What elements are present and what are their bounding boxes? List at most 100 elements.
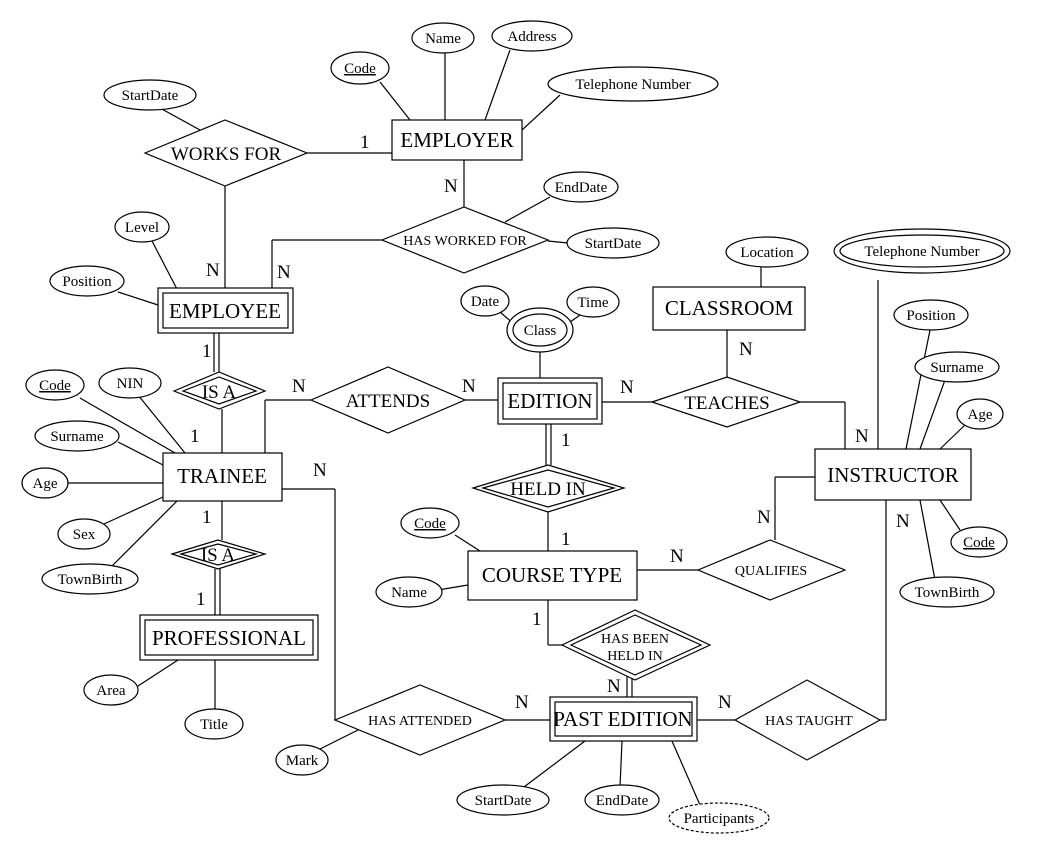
relationship-has-worked-for: HAS WORKED FOR (380, 206, 550, 274)
attribute-past-edition-enddate-label: EndDate (596, 793, 649, 809)
card-held-in-edition: 1 (561, 430, 571, 451)
relationship-held-in: HELD IN (470, 464, 627, 513)
attribute-trainee-code-label: Code (39, 378, 71, 394)
card-is-a-employee-top: 1 (202, 341, 212, 362)
attribute-instructor-code: Code (950, 526, 1008, 558)
attribute-classroom-location-label: Location (740, 245, 794, 261)
attribute-trainee-nin-label: NIN (117, 376, 144, 392)
attribute-employee-level-label: Level (125, 220, 159, 236)
attribute-trainee-age-label: Age (33, 476, 58, 492)
attribute-trainee-townbirth: TownBirth (41, 563, 139, 595)
relationship-has-been-held-in-label-2: HELD IN (607, 649, 663, 664)
entity-course-type-label: COURSE TYPE (482, 563, 622, 587)
relationship-has-been-held-in-label-1: HAS BEEN (601, 632, 669, 647)
entity-professional: PROFESSIONAL (139, 614, 319, 661)
connector-lines (68, 49, 966, 806)
relationship-teaches: TEACHES (650, 376, 802, 428)
attribute-past-edition-startdate: StartDate (456, 784, 550, 816)
attribute-employer-name-label: Name (425, 31, 461, 47)
attribute-has-attended-mark-label: Mark (286, 753, 319, 769)
attribute-trainee-code: Code (25, 369, 85, 401)
card-works-for-employee: N (206, 260, 220, 281)
attribute-edition-class-label: Class (524, 323, 557, 339)
attribute-course-type-name-label: Name (391, 585, 427, 601)
card-qualifies-course-type: N (670, 546, 684, 567)
card-attends-edition: N (462, 376, 476, 397)
attribute-employee-position-label: Position (62, 274, 112, 290)
attribute-professional-area: Area (83, 674, 139, 706)
attribute-instructor-surname: Surname (914, 351, 1000, 383)
attribute-employer-telephone: Telephone Number (547, 66, 719, 102)
entity-instructor: INSTRUCTOR (814, 448, 972, 501)
card-held-in-course-type: 1 (561, 529, 571, 550)
entity-course-type: COURSE TYPE (467, 550, 638, 601)
card-has-been-held-in-course-type: 1 (532, 609, 542, 630)
attribute-edition-date-label: Date (471, 294, 500, 310)
relationship-works-for-label: WORKS FOR (171, 144, 282, 165)
attribute-classroom-location: Location (725, 236, 809, 268)
entity-trainee: TRAINEE (162, 452, 283, 502)
relationship-is-a-professional: IS A (170, 539, 268, 570)
attribute-edition-time: Time (566, 286, 620, 318)
attribute-instructor-surname-label: Surname (930, 360, 984, 376)
attribute-has-attended-mark: Mark (275, 744, 329, 776)
attribute-has-worked-for-enddate: EndDate (543, 171, 619, 203)
attribute-employer-name: Name (411, 22, 475, 54)
attribute-professional-title-label: Title (200, 717, 228, 733)
attribute-edition-date: Date (460, 285, 510, 317)
card-qualifies-instructor: N (757, 507, 771, 528)
card-works-for-employer: 1 (360, 132, 370, 153)
entity-trainee-label: TRAINEE (177, 464, 267, 488)
entity-employee: EMPLOYEE (157, 287, 294, 334)
attribute-past-edition-startdate-label: StartDate (475, 793, 532, 809)
card-has-attended-trainee: N (313, 460, 327, 481)
card-teaches-edition: N (620, 377, 634, 398)
card-has-taught-instructor: N (896, 511, 910, 532)
relationship-works-for: WORKS FOR (143, 119, 309, 187)
attribute-employer-address-label: Address (507, 29, 556, 45)
attribute-edition-time-label: Time (577, 295, 608, 311)
relationship-attends: ATTENDS (309, 366, 467, 434)
card-has-been-held-in-past-edition: N (607, 676, 621, 697)
attribute-trainee-nin: NIN (98, 367, 162, 399)
attribute-instructor-age: Age (956, 398, 1004, 430)
attribute-instructor-position-label: Position (906, 308, 956, 324)
relationship-has-been-held-in: HAS BEEN HELD IN (560, 609, 712, 681)
card-teaches-instructor: N (855, 426, 869, 447)
attribute-trainee-sex-label: Sex (73, 527, 96, 543)
attribute-has-worked-for-startdate: StartDate (566, 227, 660, 259)
card-has-worked-for-employee: N (277, 262, 291, 283)
relationship-held-in-label: HELD IN (510, 479, 586, 500)
entity-employee-label: EMPLOYEE (169, 299, 281, 323)
attribute-edition-class: Class (506, 307, 574, 353)
attribute-trainee-age: Age (21, 467, 69, 499)
relationship-has-taught: HAS TAUGHT (733, 679, 882, 761)
attribute-course-type-code: Code (400, 507, 460, 539)
relationship-has-taught-label: HAS TAUGHT (765, 714, 853, 729)
attribute-professional-title: Title (184, 708, 244, 740)
card-is-a-professional-bottom: 1 (196, 589, 206, 610)
attribute-employer-code: Code (330, 51, 390, 85)
attribute-trainee-surname-label: Surname (50, 429, 104, 445)
attribute-instructor-age-label: Age (968, 407, 993, 423)
relationship-is-a-professional-label: IS A (201, 545, 236, 566)
entity-past-edition: PAST EDITION (549, 696, 698, 742)
attribute-trainee-townbirth-label: TownBirth (58, 572, 123, 588)
relationship-is-a-employee: IS A (172, 371, 267, 410)
relationship-has-worked-for-label: HAS WORKED FOR (403, 234, 527, 249)
relationship-qualifies-label: QUALIFIES (735, 564, 807, 579)
attribute-works-for-startdate-label: StartDate (122, 88, 179, 104)
attribute-course-type-name: Name (375, 576, 443, 608)
attribute-has-worked-for-enddate-label: EndDate (555, 180, 608, 196)
card-has-attended-past-edition: N (515, 692, 529, 713)
entity-employer-label: EMPLOYER (400, 128, 513, 152)
entity-instructor-label: INSTRUCTOR (827, 463, 958, 487)
attribute-instructor-code-label: Code (963, 535, 995, 551)
card-has-taught-past-edition: N (718, 692, 732, 713)
entity-classroom-label: CLASSROOM (665, 296, 794, 320)
attribute-past-edition-participants: Participants (668, 802, 770, 834)
card-is-a-employee-bottom: 1 (190, 426, 200, 447)
attribute-instructor-telephone-label: Telephone Number (864, 244, 979, 260)
relationship-qualifies: QUALIFIES (696, 539, 847, 601)
attribute-employer-address: Address (491, 20, 573, 52)
